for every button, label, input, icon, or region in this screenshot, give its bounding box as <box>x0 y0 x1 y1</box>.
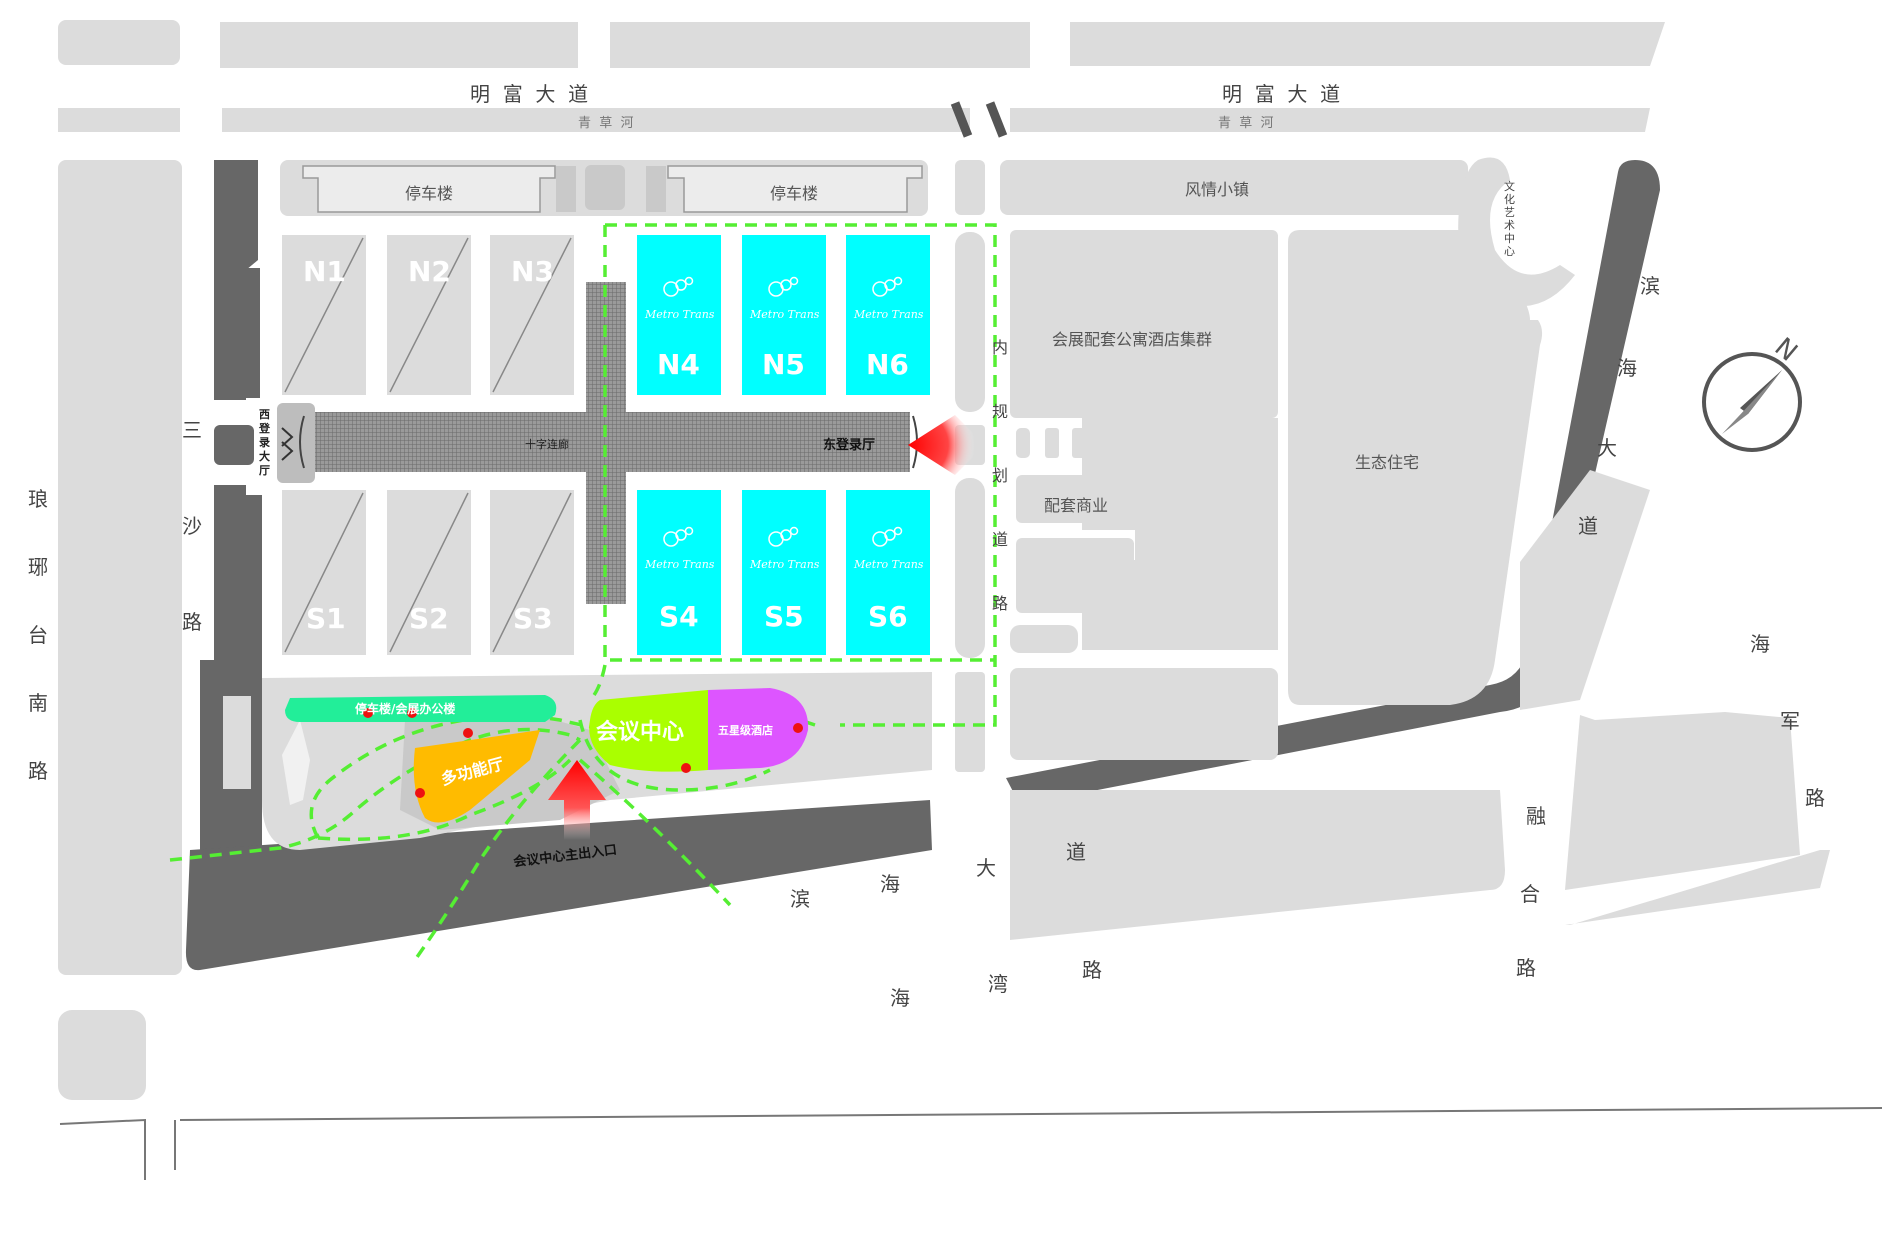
hall-logo-text: Metro Trans <box>854 558 924 571</box>
hall-label-N5: N5 <box>762 348 805 381</box>
road-sansha: 三沙路 <box>182 418 202 634</box>
multi-hall-label: 多功能厅 <box>439 753 506 789</box>
corridor-label: 十字连廊 <box>525 438 569 451</box>
parking-strip <box>280 160 928 216</box>
east-lobby-label: 东登录厅 <box>823 438 876 453</box>
hall-label-N2: N2 <box>408 255 451 288</box>
compass-letter: N <box>1768 332 1803 368</box>
hall-N5[interactable] <box>742 235 826 395</box>
hall-logo-text: Metro Trans <box>645 558 715 571</box>
road-haiwan-2: 湾 <box>988 972 1008 996</box>
road-haijun-1: 海 <box>1750 632 1770 656</box>
road-binhai-bottom-1: 滨 <box>790 887 810 911</box>
river-qingcao-left: 青 草 河 <box>578 116 634 131</box>
hall-N6[interactable] <box>846 235 930 395</box>
hall-S4[interactable] <box>637 490 721 655</box>
hall-label-S5: S5 <box>764 600 804 633</box>
block-eco: 生态住宅 <box>1355 453 1420 472</box>
multi-function-hall-shape[interactable] <box>413 730 540 823</box>
block-parking-right: 停车楼 <box>770 184 819 203</box>
hall-label-N6: N6 <box>866 348 909 381</box>
east-entrance-arrow-icon <box>908 415 975 475</box>
road-haiwan-1: 海 <box>890 986 910 1010</box>
road-binhai-diag-2: 海 <box>1617 356 1637 380</box>
block-culture: 文化艺术中心 <box>1504 180 1515 258</box>
main-entrance-label: 会议中心主出入口 <box>512 842 618 871</box>
hall-label-S1: S1 <box>306 602 346 635</box>
hall-N4[interactable] <box>637 235 721 395</box>
hotel-shape[interactable] <box>708 688 809 770</box>
road-haiwan-3: 路 <box>1082 958 1102 982</box>
hall-label-N1: N1 <box>303 255 346 288</box>
road-binhai-bottom-4: 道 <box>1066 840 1086 864</box>
hall-S5[interactable] <box>742 490 826 655</box>
hall-logo-text: Metro Trans <box>854 308 924 321</box>
conference-center-shape[interactable] <box>589 690 708 772</box>
road-ronghe-1: 融 <box>1526 804 1546 828</box>
conference-center-label: 会议中心 <box>596 720 685 745</box>
hall-S6[interactable] <box>846 490 930 655</box>
hall-logo-text: Metro Trans <box>750 558 820 571</box>
hall-label-N3: N3 <box>511 255 554 288</box>
hall-label-S2: S2 <box>409 602 449 635</box>
parking-office-label: 停车楼/会展办公楼 <box>355 702 456 716</box>
hall-label-S4: S4 <box>659 600 699 633</box>
road-haijun-2: 军 <box>1780 709 1800 733</box>
bottom-left-block <box>58 1010 146 1100</box>
road-mingfu-right: 明 富 大 道 <box>1222 82 1341 106</box>
gray-halls <box>282 235 574 655</box>
west-lobby-label: 西登录大厅 <box>259 408 270 477</box>
road-neigui: 内规划道路 <box>992 338 1009 613</box>
block-fengqing: 风情小镇 <box>1185 180 1250 199</box>
hall-label-S3: S3 <box>513 602 553 635</box>
compass-icon[interactable] <box>1702 352 1802 452</box>
hall-logo-text: Metro Trans <box>750 308 820 321</box>
block-apartment: 会展配套公寓酒店集群 <box>1052 330 1213 349</box>
road-binhai-bottom-2: 海 <box>880 872 900 896</box>
road-binhai-diag-4: 道 <box>1578 514 1598 538</box>
block-parking-left: 停车楼 <box>405 184 454 203</box>
parking-office-shape[interactable] <box>285 695 557 722</box>
road-binhai-diag-3: 大 <box>1597 436 1617 460</box>
hotel-label: 五星级酒店 <box>718 724 773 737</box>
main-entrance-arrow-icon <box>548 760 606 840</box>
road-ronghe-3: 路 <box>1516 956 1536 980</box>
top-blocks <box>58 20 1665 138</box>
left-block-langya <box>58 160 182 975</box>
road-binhai-bottom-3: 大 <box>976 856 996 880</box>
road-ronghe-2: 合 <box>1520 882 1540 906</box>
road-langya: 琅琊台南路 <box>28 487 48 783</box>
hall-label-N4: N4 <box>657 348 700 381</box>
hall-logo-text: Metro Trans <box>645 308 715 321</box>
right-blocks <box>955 157 1830 940</box>
hall-label-S6: S6 <box>868 600 908 633</box>
road-binhai-diag-1: 滨 <box>1640 274 1660 298</box>
road-mingfu-left: 明 富 大 道 <box>470 82 589 106</box>
river-qingcao-right: 青 草 河 <box>1218 116 1274 131</box>
block-commerce: 配套商业 <box>1044 496 1109 515</box>
road-haijun-3: 路 <box>1805 786 1825 810</box>
